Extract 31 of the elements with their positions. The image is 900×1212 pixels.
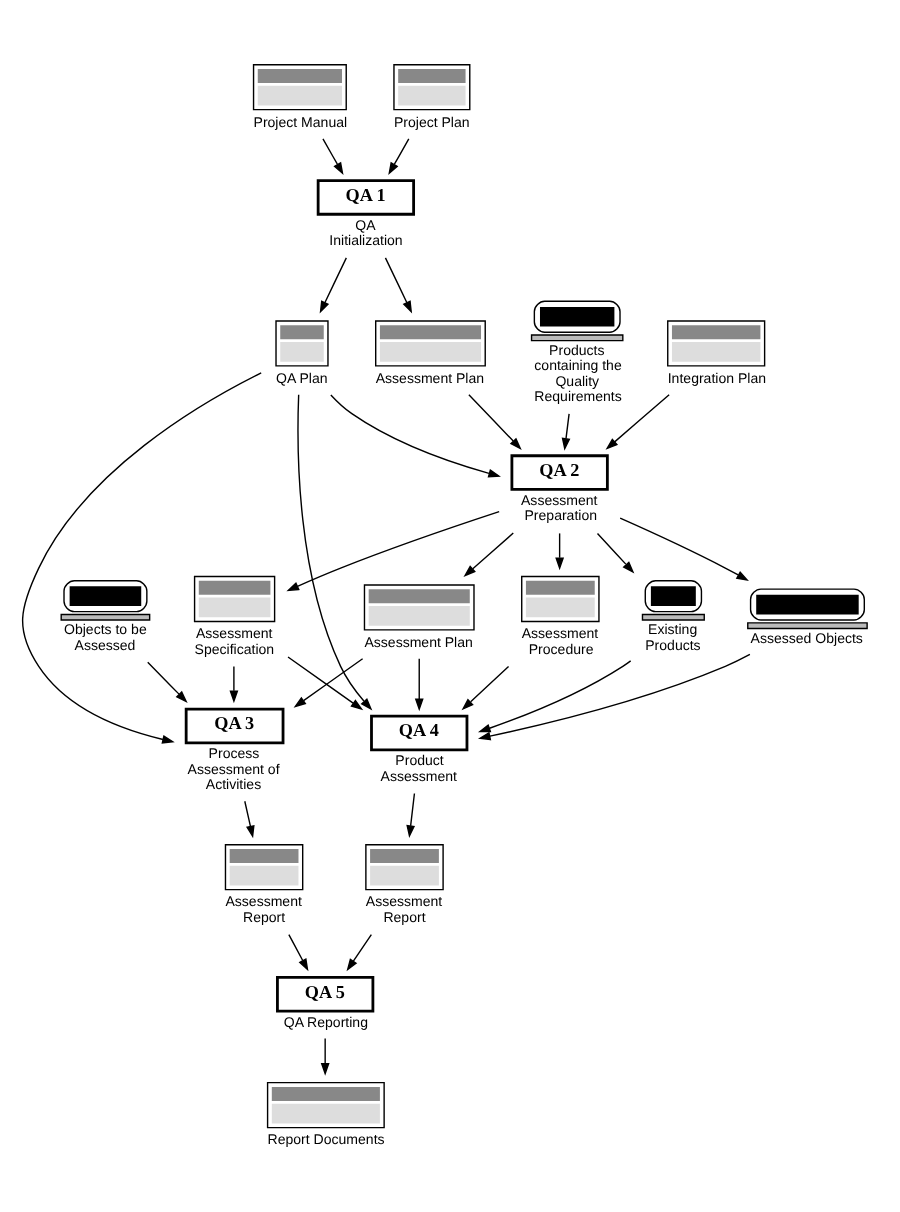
arrow bbox=[468, 394, 522, 450]
arrow bbox=[319, 257, 348, 314]
arrow bbox=[244, 800, 255, 839]
arrow bbox=[322, 138, 344, 176]
arrow bbox=[286, 510, 500, 592]
arrow bbox=[596, 532, 635, 574]
arrow bbox=[477, 660, 632, 733]
arrow bbox=[346, 933, 373, 972]
arrow bbox=[414, 658, 424, 712]
node-box: QA 3 bbox=[184, 707, 285, 745]
arrow bbox=[406, 792, 416, 838]
arrow bbox=[619, 517, 749, 581]
arrow bbox=[388, 138, 410, 176]
arrow bbox=[330, 394, 501, 478]
arrow bbox=[384, 257, 413, 314]
node-box: QA 2 bbox=[510, 454, 609, 491]
arrow bbox=[320, 1037, 330, 1076]
arrow bbox=[461, 665, 510, 711]
arrow bbox=[477, 653, 751, 741]
arrow bbox=[22, 372, 262, 744]
arrow bbox=[229, 665, 239, 704]
arrow bbox=[555, 532, 565, 571]
arrow bbox=[297, 394, 373, 711]
node-box: QA 1 bbox=[316, 179, 415, 216]
node-box: QA 4 bbox=[370, 714, 469, 752]
arrow bbox=[561, 413, 571, 451]
arrow bbox=[288, 933, 309, 972]
arrow bbox=[463, 532, 514, 577]
arrow bbox=[147, 661, 188, 703]
arrow bbox=[605, 394, 670, 450]
node-box: QA 5 bbox=[276, 975, 375, 1013]
